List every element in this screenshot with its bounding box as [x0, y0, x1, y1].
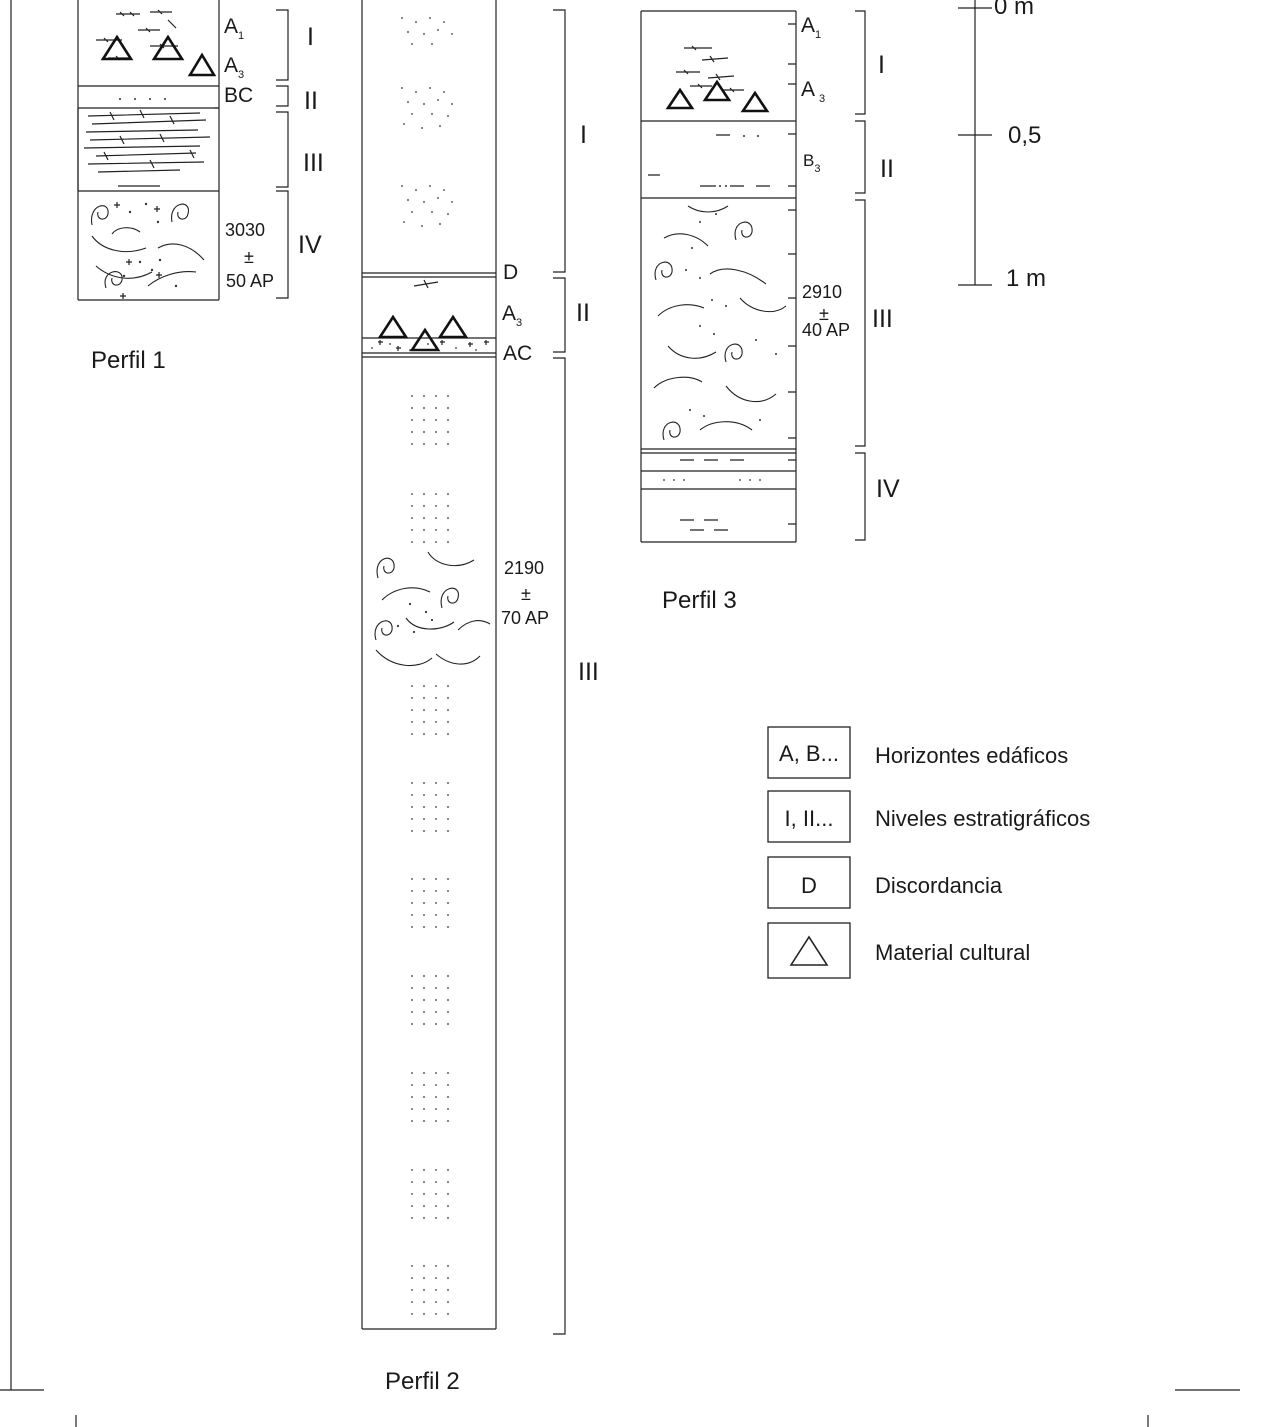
- svg-text:Niveles estratigráficos: Niveles estratigráficos: [875, 806, 1090, 831]
- profile-2-caption: Perfil 2: [385, 1368, 460, 1395]
- profile-1-horizon-bc: BC: [224, 84, 253, 107]
- triangle-icon: [705, 82, 729, 100]
- svg-text:70 AP: 70 AP: [501, 608, 549, 628]
- triangle-icon: [380, 317, 406, 337]
- svg-text:±: ±: [521, 584, 531, 604]
- profile-3-organic-layer-3: [654, 206, 786, 440]
- profile-3-horizon-b3: B3: [803, 151, 820, 175]
- svg-text:Material cultural: Material cultural: [875, 940, 1030, 965]
- svg-text:A, B...: A, B...: [779, 741, 839, 766]
- profile-2-horizon-a3: A3: [502, 302, 522, 329]
- profile-1-level-4: IV: [298, 231, 322, 259]
- legend-item-discordance: D Discordancia: [768, 857, 1003, 908]
- triangle-icon: [791, 937, 827, 965]
- svg-text:±: ±: [244, 247, 254, 267]
- svg-text:2190: 2190: [504, 558, 544, 578]
- profile-1-horizon-a1: A1: [224, 15, 244, 42]
- profile-1-radiocarbon-date: 3030 ± 50 AP: [225, 220, 274, 291]
- profile-1-dots-layer-2: [119, 98, 166, 100]
- legend-item-horizons: A, B... Horizontes edáficos: [768, 727, 1068, 778]
- profile-1-lamination-layer-3: [84, 110, 210, 186]
- profile-3-radiocarbon-date: 2910 ± 40 AP: [802, 282, 850, 340]
- svg-text:Discordancia: Discordancia: [875, 873, 1003, 898]
- profile-3-column: [641, 11, 796, 542]
- triangle-icon: [743, 93, 767, 111]
- profile-2: D A3 AC I II III 2190 ± 70 AP Perfil 2: [362, 0, 599, 1395]
- profile-2-hatch-layer-2: [414, 280, 438, 288]
- profile-1-level-2: II: [304, 87, 318, 115]
- profile-3-caption: Perfil 3: [662, 587, 737, 614]
- profile-2-level-2: II: [576, 299, 590, 327]
- profile-1-cultural-material: [103, 37, 214, 75]
- legend-item-cultural-material: Material cultural: [768, 923, 1030, 978]
- profile-1-horizon-a3: A3: [224, 54, 244, 81]
- profile-2-dots-layer-1: [401, 17, 453, 227]
- profile-1-level-1: I: [307, 23, 314, 51]
- profile-2-radiocarbon-date: 2190 ± 70 AP: [501, 558, 549, 628]
- profile-1-organic-layer-4: [92, 202, 204, 299]
- profile-3-level-2: II: [880, 155, 894, 183]
- triangle-icon: [190, 55, 214, 75]
- profile-2-organic-zone: [375, 552, 490, 666]
- profile-3-level-brackets: [855, 11, 865, 540]
- profile-1: A1 A3 BC I II III IV 3030 ± 50 AP Perfil…: [78, 0, 324, 374]
- triangle-icon: [412, 330, 438, 350]
- svg-text:I, II...: I, II...: [785, 806, 834, 831]
- scale-tick-05: 0,5: [1008, 122, 1041, 149]
- profile-1-level-3: III: [303, 149, 324, 177]
- triangle-icon: [440, 317, 466, 337]
- svg-text:40 AP: 40 AP: [802, 320, 850, 340]
- scale-tick-0: 0 m: [994, 0, 1034, 20]
- profile-2-cultural-material: [380, 317, 466, 350]
- profile-2-level-3: III: [578, 658, 599, 686]
- profile-3-layer-2-pattern: [648, 135, 770, 187]
- svg-text:2910: 2910: [802, 282, 842, 302]
- legend-item-levels: I, II... Niveles estratigráficos: [768, 791, 1090, 842]
- profile-3-level-4: IV: [876, 475, 900, 503]
- profile-2-column: [362, 0, 496, 1329]
- profile-2-level-1: I: [580, 121, 587, 149]
- scale-bar: 0 m 0,5 1 m: [958, 0, 1046, 292]
- profile-1-level-brackets: [276, 10, 288, 298]
- svg-text:50 AP: 50 AP: [226, 271, 274, 291]
- profile-1-column: [78, 0, 219, 300]
- profile-2-horizon-d: D: [503, 261, 518, 284]
- profile-3-horizon-a1: A1: [801, 14, 821, 41]
- profile-2-horizon-ac: AC: [503, 342, 532, 365]
- profile-3-level-1: I: [878, 51, 885, 79]
- svg-text:3030: 3030: [225, 220, 265, 240]
- scale-tick-1: 1 m: [1006, 265, 1046, 292]
- profile-2-level-brackets: [553, 10, 565, 1334]
- svg-text:Horizontes edáficos: Horizontes edáficos: [875, 743, 1068, 768]
- profile-3-level-3: III: [872, 305, 893, 333]
- profile-1-caption: Perfil 1: [91, 347, 166, 374]
- legend: A, B... Horizontes edáficos I, II... Niv…: [768, 727, 1090, 978]
- profile-3-hatch-layer-1: [676, 46, 744, 92]
- profile-2-dots-layer-3: [411, 395, 449, 1315]
- svg-text:D: D: [801, 873, 817, 898]
- triangle-icon: [154, 37, 182, 59]
- triangle-icon: [668, 90, 692, 108]
